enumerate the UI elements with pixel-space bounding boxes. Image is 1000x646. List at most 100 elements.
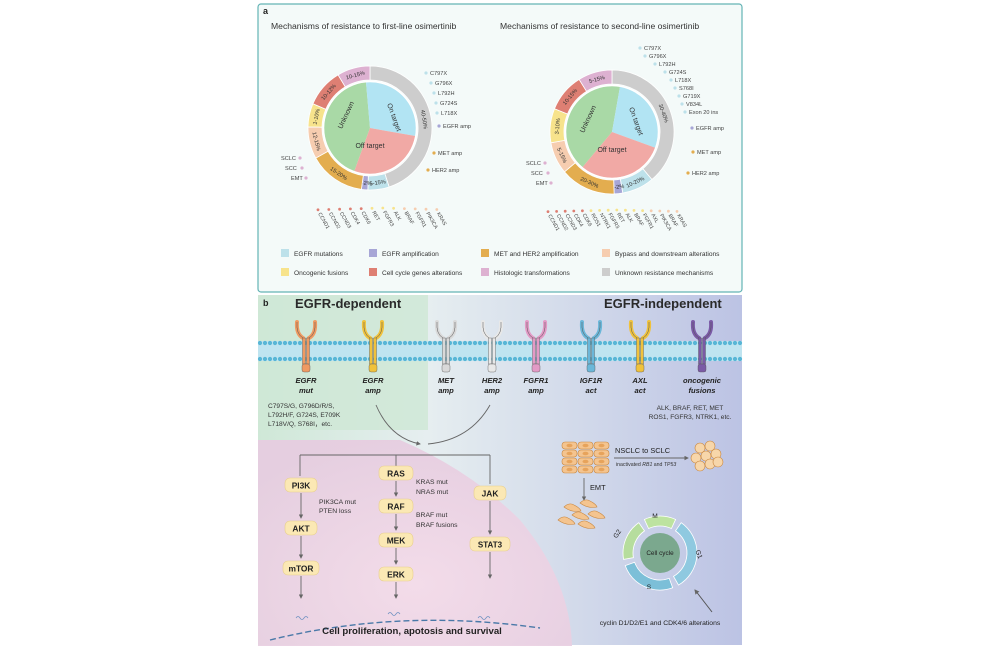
dna-squiggles [295,612,491,620]
lipid-head [502,356,508,362]
receptor-stem [369,337,373,365]
lipid-head [517,340,523,346]
lipid-head [467,340,473,346]
lipid-head [432,356,438,362]
pill-label: PI3K [292,481,311,491]
dot [691,150,695,154]
branch-lines [299,454,491,484]
dot [572,209,576,213]
cell-nucleus [598,451,605,456]
egfr-mut-line: L792H/F, G724S, E709K [268,412,341,419]
receptor-kinase [635,363,645,373]
dot [615,208,619,212]
ras-note: KRAS mut [416,479,448,486]
lipid-head [312,356,318,362]
receptor-outline [363,321,383,339]
lipid-head [682,340,688,346]
dot [686,171,690,175]
dot [641,209,644,213]
akt-node: AKT [284,520,318,536]
histo-label: SCC [531,171,543,177]
receptor-sub: amp [365,386,381,395]
sclc-cells [690,440,724,472]
receptor-2 [434,320,458,373]
lipid-head [567,340,573,346]
gene-label: RET [370,210,381,223]
lipid-head [387,340,393,346]
receptor-kinase [487,363,497,373]
lipid-head [667,356,673,362]
cell-cycle-core [640,533,680,573]
sclc-cell [694,460,706,472]
ras-note: NRAS mut [416,489,448,496]
lipid-head [332,356,338,362]
dot [598,209,601,212]
mutation-label: L792H [659,62,675,68]
receptor-sub: act [586,386,597,395]
receptor-sub: amp [484,386,500,395]
histo-label: EMT [536,181,548,187]
receptor-stem [532,337,536,365]
ras-node: RAS [378,465,414,481]
lipid-head [512,356,518,362]
mutation-label: L718X [675,78,691,84]
lipid-head [282,356,288,362]
pill [378,465,414,481]
egfr-mut-list: C797S/G, G796D/R/S, L792H/F, G724S, E709… [268,403,341,428]
mutation-label: Exon 20 ins [689,110,718,116]
lipid-head [717,356,723,362]
panel-b-letter: b [263,298,269,308]
lipid-head [347,340,353,346]
histo-label: EMT [291,176,303,182]
lipid-head [612,356,618,362]
dot [581,209,584,213]
lipid-head [452,340,458,346]
lipid-head [422,340,428,346]
lipid-head [412,340,418,346]
histo-label: SCC [285,166,297,172]
cell-cycle-center-label: Cell cycle [646,550,674,557]
receptor-stem [488,337,492,365]
legend-label: EGFR mutations [294,251,343,258]
pill-label: STAT3 [478,541,503,550]
ring-percent-label: 3-10% [554,118,562,135]
cyclin-arrow [694,589,713,613]
receptor-sub: amp [528,386,544,395]
lipid-head [327,340,333,346]
lipid-head [647,340,653,346]
lipid-head [272,356,278,362]
pill-label: mTOR [289,564,314,574]
lipid-head [382,356,388,362]
dot [413,207,417,211]
receptor-1 [361,320,385,373]
inactivated-note: inactivated RB1 and TP53 [616,462,676,468]
ring-percent-label: 1-2% [611,184,625,191]
receptor-stem [302,337,306,365]
ring-percent-label: 5-15% [589,75,606,85]
dot [606,208,610,212]
phase-s-arc [624,561,674,591]
histo-label: SCLC [526,161,541,167]
cell-nucleus [566,451,573,456]
lipid-head [572,340,578,346]
receptor-7 [690,320,714,373]
dot [403,207,406,211]
lipid-head [617,356,623,362]
pill [282,560,320,576]
receptor-outline [436,321,456,339]
mutation-label: G796X [649,54,667,60]
lipid-head [562,356,568,362]
lipid-head [427,340,433,346]
dot [690,126,694,130]
lipid-head [387,356,393,362]
pill-label: JAK [482,489,499,499]
receptor-kinase [441,363,451,373]
lipid-head [707,340,713,346]
mutation-label: S768I [679,86,694,92]
receptor-outline [296,321,316,339]
dot [653,62,657,66]
lipid-head [317,340,323,346]
lipid-head [257,356,263,362]
dot [298,156,302,160]
lipid-head [332,340,338,346]
